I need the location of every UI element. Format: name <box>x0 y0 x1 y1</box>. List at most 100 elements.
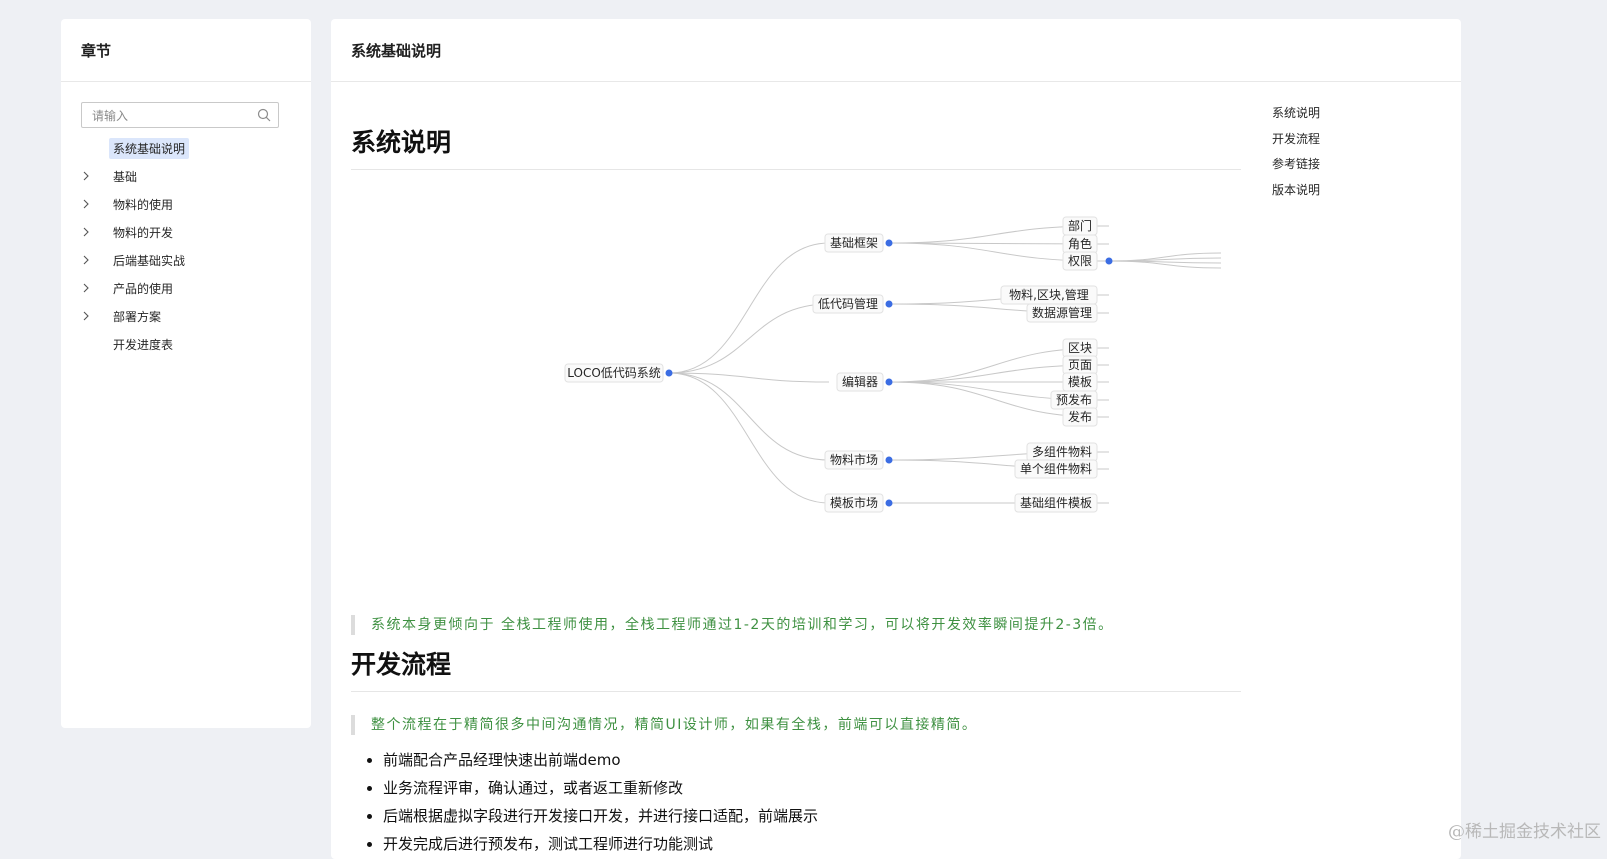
node-box <box>824 493 884 513</box>
node-label: 单个组件物料 <box>1020 462 1092 476</box>
mindmap-root-node[interactable]: LOCO低代码系统 <box>564 363 664 383</box>
blockquote-system: 系统本身更倾向于 全栈工程师使用，全栈工程师通过1-2天的培训和学习，可以将开发… <box>351 615 1114 635</box>
mindmap-leaf-node[interactable]: 多组件物料 <box>1026 442 1098 462</box>
mindmap-leaf-node[interactable]: 发布 <box>1062 407 1098 427</box>
search-input[interactable] <box>90 104 254 128</box>
mindmap-branch-node[interactable]: 低代码管理 <box>812 294 884 314</box>
toc-link[interactable]: 开发流程 <box>1272 131 1321 146</box>
node-dot <box>885 456 893 464</box>
node-label: 权限 <box>1068 254 1092 268</box>
node-dot <box>885 239 893 247</box>
node-label: 低代码管理 <box>818 296 878 311</box>
mindmap-link <box>1108 257 1222 262</box>
mindmap-leaf-node[interactable]: 页面 <box>1062 355 1098 375</box>
sidebar-item[interactable]: 开发进度表 <box>81 330 291 358</box>
sidebar-item-label: 物料的开发 <box>113 225 174 240</box>
table-of-contents: 系统说明开发流程参考链接版本说明 <box>1272 101 1320 203</box>
search-icon[interactable] <box>257 108 271 122</box>
blockquote-process: 整个流程在于精简很多中间沟通情况，精简UI设计师，如果有全栈，前端可以直接精简。 <box>351 715 977 735</box>
chapter-sidebar: 章节 系统基础说明基础物料的使用物料的开发后端基础实战产品的使用部署方案开发进度… <box>61 19 311 728</box>
toc-link[interactable]: 系统说明 <box>1272 106 1321 120</box>
node-dot <box>665 369 673 377</box>
list-item: 业务流程评审，确认通过，或者返工重新修改 <box>383 774 818 802</box>
node-label: 多组件物料 <box>1032 445 1092 459</box>
mindmap-leaf-node[interactable]: 预发布 <box>1050 390 1098 410</box>
node-box <box>564 363 664 383</box>
chevron-right-icon[interactable] <box>81 283 91 293</box>
node-box <box>824 450 884 470</box>
main-panel: 系统基础说明 系统说明开发流程参考链接版本说明 系统说明 LOCO低代码系统部门… <box>331 19 1461 859</box>
mindmap-leaf-node[interactable]: 基础组件模板 <box>1014 493 1098 513</box>
mindmap-leaf-node[interactable]: 物料,区块,管理 <box>1000 285 1098 305</box>
mindmap-leaf-node[interactable]: 区块 <box>1062 338 1098 358</box>
sidebar-item-label: 系统基础说明 <box>109 137 190 159</box>
node-box <box>824 233 884 253</box>
heading-dev-process: 开发流程 <box>351 645 1241 692</box>
node-dot <box>885 300 893 308</box>
sidebar-item-label: 开发进度表 <box>113 337 174 352</box>
node-label: 页面 <box>1068 358 1092 372</box>
sidebar-item[interactable]: 物料的开发 <box>81 218 291 246</box>
node-box <box>1026 303 1098 323</box>
mindmap-link <box>668 303 830 374</box>
mindmap-branch-node[interactable]: 物料市场 <box>824 450 884 470</box>
mindmap-leaf-node[interactable]: 单个组件物料 <box>1014 459 1098 479</box>
sidebar-item[interactable]: 产品的使用 <box>81 274 291 302</box>
chevron-right-icon[interactable] <box>81 255 91 265</box>
sidebar-title: 章节 <box>61 19 311 82</box>
mindmap-link <box>1108 260 1222 269</box>
node-box <box>1062 407 1098 427</box>
watermark: @稀土掘金技术社区 <box>1448 822 1601 842</box>
mindmap-links <box>668 225 1222 504</box>
sidebar-item[interactable]: 后端基础实战 <box>81 246 291 274</box>
search-box[interactable] <box>81 102 279 128</box>
mindmap-leaf-node[interactable]: 数据源管理 <box>1026 303 1098 323</box>
mindmap-link <box>668 372 830 383</box>
mindmap-branch-node[interactable]: 编辑器 <box>836 372 884 392</box>
toc-link[interactable]: 参考链接 <box>1272 157 1321 171</box>
mindmap-leaf-node[interactable]: 角色 <box>1062 234 1098 254</box>
node-label: 物料市场 <box>830 452 878 467</box>
sidebar-item[interactable]: 物料的使用 <box>81 190 291 218</box>
chevron-right-icon[interactable] <box>81 311 91 321</box>
list-item: 后端根据虚拟字段进行开发接口开发，并进行接口适配，前端展示 <box>383 802 818 830</box>
sidebar-item-label: 部署方案 <box>113 309 162 324</box>
chapter-tree: 系统基础说明基础物料的使用物料的开发后端基础实战产品的使用部署方案开发进度表 <box>81 134 291 358</box>
mindmap-leaf-node[interactable]: 权限 <box>1062 251 1098 271</box>
mindmap-link <box>668 372 830 504</box>
node-box <box>836 372 884 392</box>
node-label: 编辑器 <box>842 374 878 389</box>
mindmap-link <box>668 372 830 461</box>
toc-link[interactable]: 版本说明 <box>1272 182 1321 197</box>
sidebar-item[interactable]: 系统基础说明 <box>81 134 291 162</box>
sidebar-item-label: 后端基础实战 <box>113 253 186 268</box>
process-steps-list: 前端配合产品经理快速出前端demo业务流程评审，确认通过，或者返工重新修改后端根… <box>351 746 818 858</box>
mindmap-branch-node[interactable]: 基础框架 <box>824 233 884 253</box>
node-label: LOCO低代码系统 <box>567 366 661 380</box>
chevron-right-icon[interactable] <box>81 227 91 237</box>
page-title: 系统基础说明 <box>331 19 1461 82</box>
node-label: 模板 <box>1068 375 1092 389</box>
node-label: 模板市场 <box>830 495 878 510</box>
node-dot <box>885 378 893 386</box>
node-label: 数据源管理 <box>1032 305 1092 320</box>
mindmap-branch-node[interactable]: 模板市场 <box>824 493 884 513</box>
node-label: 部门 <box>1068 218 1092 233</box>
node-box <box>1014 459 1098 479</box>
sidebar-item[interactable]: 基础 <box>81 162 291 190</box>
mindmap-leaf-node[interactable]: 部门 <box>1062 216 1098 236</box>
sidebar-item[interactable]: 部署方案 <box>81 302 291 330</box>
node-box <box>1014 493 1098 513</box>
chevron-right-icon[interactable] <box>81 199 91 209</box>
node-label: 基础框架 <box>830 236 878 250</box>
mindmap-leaf-node[interactable]: 模板 <box>1062 372 1098 392</box>
sidebar-item-label: 基础 <box>113 169 138 184</box>
chevron-right-icon[interactable] <box>81 171 91 181</box>
node-label: 角色 <box>1068 237 1092 251</box>
heading-system-description: 系统说明 <box>351 123 1241 170</box>
node-label: 预发布 <box>1056 392 1092 407</box>
node-label: 发布 <box>1068 409 1092 424</box>
sidebar-item-label: 物料的使用 <box>113 197 174 212</box>
node-dot <box>885 499 893 507</box>
